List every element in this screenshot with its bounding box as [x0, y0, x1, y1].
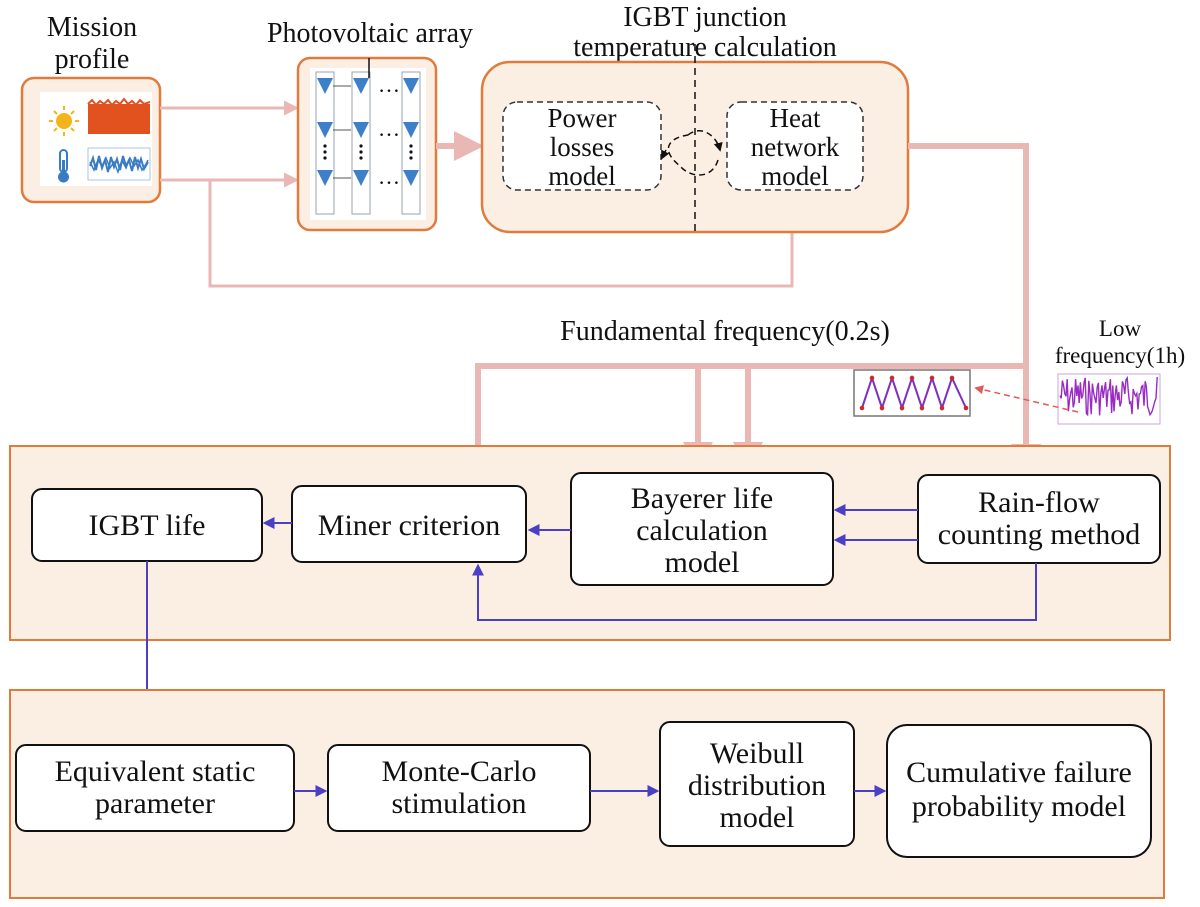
heat-network-model-box: [726, 101, 864, 191]
igbt-tj-title-line1: IGBT junction: [623, 2, 787, 33]
igbt-life-label: IGBT life: [89, 509, 206, 542]
irradiance-signal: [88, 104, 150, 134]
pv-diode-icon: [317, 78, 333, 94]
pv-diode-icon: [353, 122, 369, 138]
rainflow-extremum-dot: [919, 405, 925, 411]
coupling-loop-arrow: [687, 130, 723, 152]
bayerer-line2: calculation: [636, 514, 768, 547]
mission-profile-title-line2: profile: [55, 44, 130, 75]
igbt-tj-title-line2: temperature calculation: [573, 32, 837, 63]
power-losses-line3: model: [548, 161, 616, 191]
pv-diode-icon: [403, 170, 419, 186]
pv-diode-icon: [403, 78, 419, 94]
pv-array-title: Photovoltaic array: [267, 18, 473, 49]
equivalent-static-parameter-box: [15, 744, 295, 832]
pv-string-2: [351, 71, 371, 215]
equivalent-line1: Equivalent static: [55, 755, 256, 788]
monte-carlo-line2: stimulation: [392, 787, 527, 820]
low-frequency-signal: [1057, 373, 1161, 425]
weibull-line3: model: [720, 801, 795, 834]
cumulative-failure-model-box: [886, 724, 1152, 858]
weibull-model-box: [659, 721, 855, 847]
weibull-line1: Weibull: [710, 737, 804, 770]
rainflow-extremum-dot: [869, 375, 875, 381]
rainflow-extremum-dot: [949, 375, 955, 381]
rainflow-extremum-dot: [859, 405, 865, 411]
miner-criterion-label: Miner criterion: [318, 509, 500, 542]
rainflow-extremum-dot: [889, 375, 895, 381]
pv-ellipsis: …: [378, 116, 400, 141]
equivalent-line2: parameter: [95, 787, 215, 820]
temperature-signal: [87, 147, 151, 181]
low-frequency-line2: frequency(1h): [1055, 343, 1185, 368]
rainflow-extremum-dot: [939, 405, 945, 411]
pv-diode-icon: [403, 122, 419, 138]
heat-network-line2: network: [751, 132, 840, 162]
pv-diode-icon: [317, 170, 333, 186]
bayerer-line1: Bayerer life: [631, 482, 773, 515]
power-losses-model-box: [502, 101, 662, 191]
pv-panel-grid: … … …: [315, 58, 421, 215]
heat-network-line1: Heat: [770, 103, 821, 133]
pv-diode-icon: [353, 78, 369, 94]
power-losses-line2: losses: [550, 132, 615, 162]
rainflow-extremum-dot: [899, 405, 905, 411]
rainflow-cycle-thumbnail: [853, 369, 971, 417]
pv-string-1: [315, 71, 335, 215]
rainflow-line2: counting method: [938, 518, 1140, 551]
low-frequency-line1: Low: [1099, 316, 1142, 341]
rainflow-extremum-dot: [909, 375, 915, 381]
pv-string-3: [401, 71, 421, 215]
bayerer-line3: model: [665, 546, 740, 579]
low-frequency-waveform: [1059, 375, 1158, 417]
monte-carlo-box: [327, 744, 591, 832]
mission-profile-title-line1: Mission: [47, 12, 137, 43]
rainflow-extremum-dot: [963, 405, 969, 411]
rainflow-extremum-dot: [879, 405, 885, 411]
rainflow-extremum-dot: [929, 375, 935, 381]
heat-network-line3: model: [761, 161, 829, 191]
pv-ellipsis: …: [378, 164, 400, 189]
fundamental-frequency-label: Fundamental frequency(0.2s): [560, 316, 890, 347]
cumulative-line1: Cumulative failure: [906, 756, 1132, 789]
weibull-line2: distribution: [688, 769, 826, 802]
thermometer-icon: [58, 149, 69, 183]
pv-diode-icon: [353, 170, 369, 186]
pv-ellipsis: …: [378, 72, 400, 97]
cumulative-line2: probability model: [912, 790, 1126, 823]
monte-carlo-line1: Monte-Carlo: [382, 755, 537, 788]
power-losses-line1: Power: [548, 103, 617, 133]
rainflow-line1: Rain-flow: [978, 486, 1100, 519]
sun-icon: [49, 106, 79, 136]
pv-diode-icon: [317, 122, 333, 138]
rainflow-method-box: [917, 474, 1161, 564]
